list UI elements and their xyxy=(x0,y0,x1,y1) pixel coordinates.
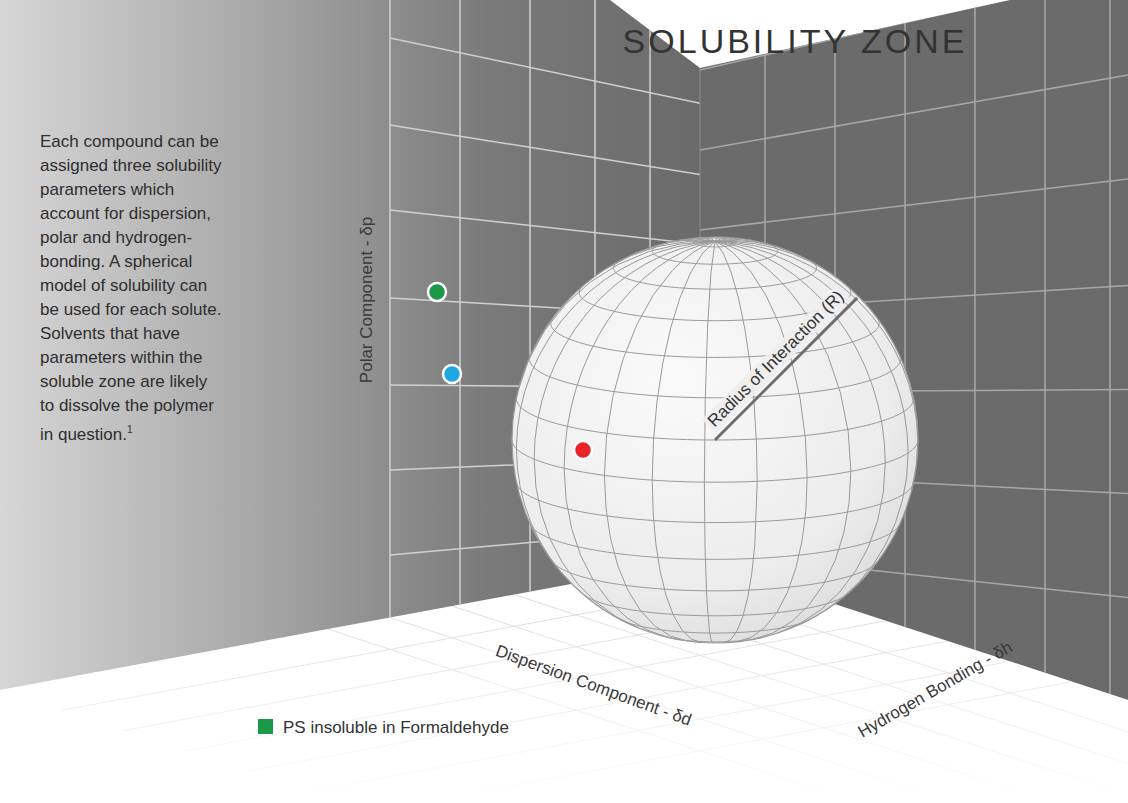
solubility-sphere: Radius of Interaction (R) xyxy=(510,235,920,645)
legend-row: PS insoluble in Formaldehyde xyxy=(258,718,509,738)
legend-text: PS insoluble in Formaldehyde xyxy=(283,718,509,737)
sphere-outline xyxy=(512,237,918,643)
sphere-wireframe xyxy=(512,237,918,643)
blue-dot xyxy=(443,365,461,383)
sphere-shape xyxy=(510,235,920,645)
description-text: Each compound can be assigned three solu… xyxy=(40,132,221,444)
diagram-title: SOLUBILITY ZONE xyxy=(600,22,990,61)
floor-fade xyxy=(0,600,1128,803)
green-dot xyxy=(428,283,446,301)
footnote-number: 1 xyxy=(127,424,133,435)
axis-label: Polar Component - δp xyxy=(357,217,377,383)
description-block: Each compound can be assigned three solu… xyxy=(40,130,222,447)
sphere-fill xyxy=(512,237,918,643)
legend-swatch xyxy=(258,719,273,734)
radius-line xyxy=(715,298,857,440)
